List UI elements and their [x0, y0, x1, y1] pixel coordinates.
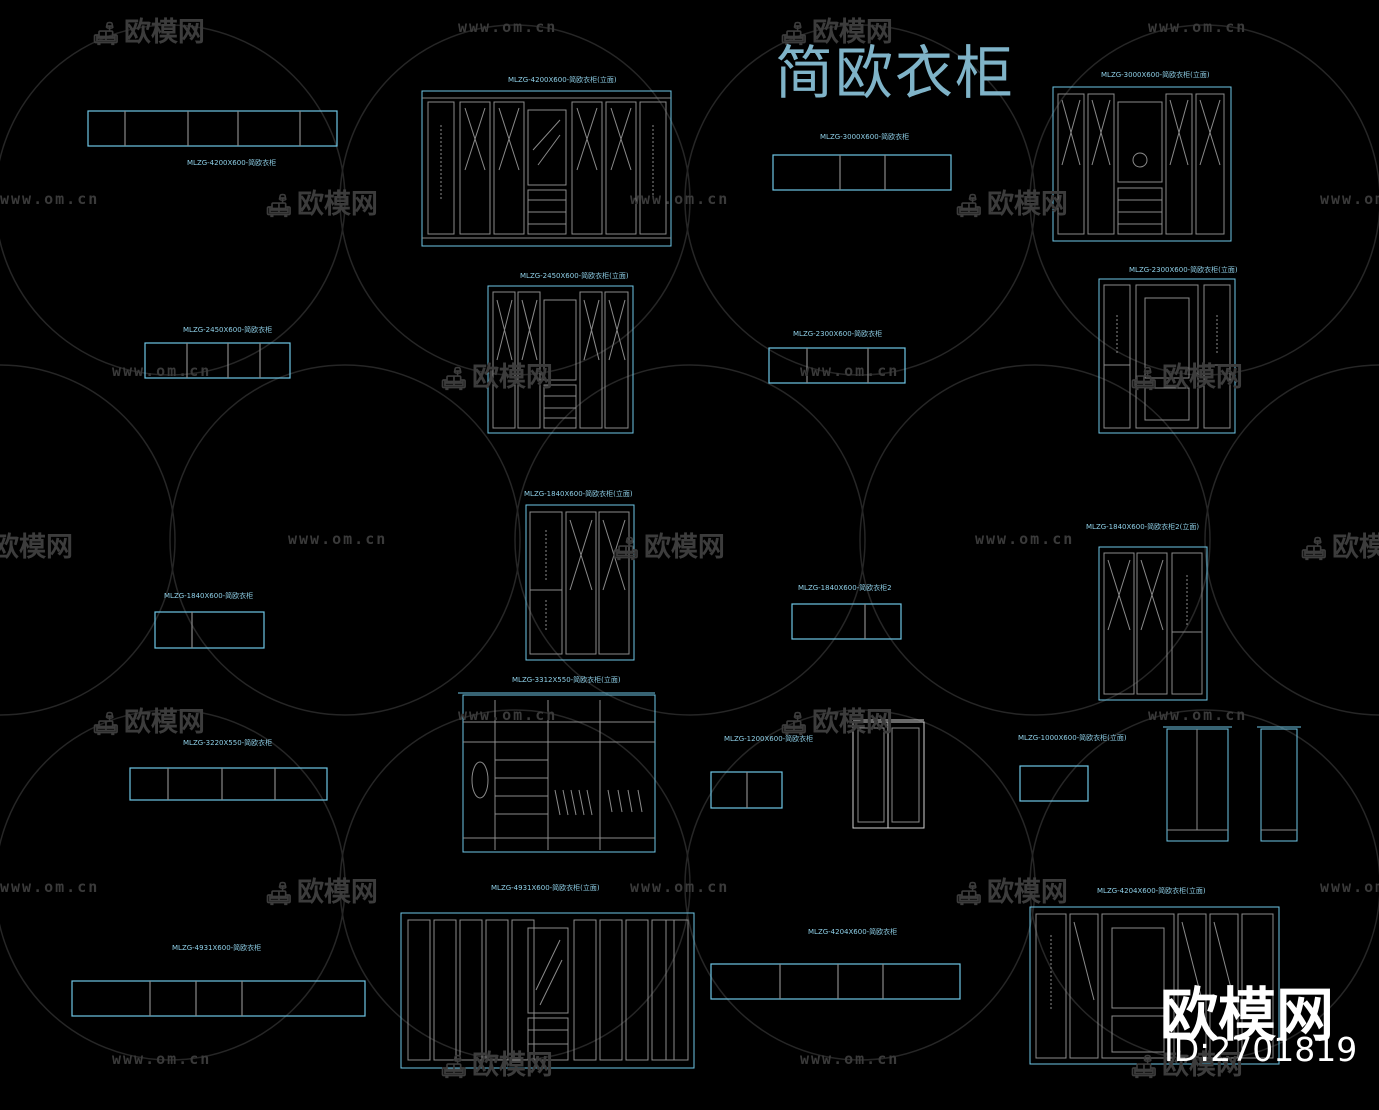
label-1000-plan: MLZG-1000X600-简欧衣柜(立面) — [1018, 734, 1127, 742]
drawing-title: 简欧衣柜 — [775, 39, 1016, 107]
watermark-logo: 🛋欧模网 — [265, 877, 378, 908]
sofa-icon: 🛋 — [265, 882, 293, 907]
elevation-3000 — [1052, 86, 1232, 242]
watermark-url: www.om.cn — [112, 362, 212, 380]
label-2300-plan: MLZG-2300X600-简欧衣柜 — [793, 330, 883, 338]
plan-view-4931 — [71, 980, 366, 1017]
elevation-3312 — [458, 692, 656, 853]
sofa-icon: 🛋 — [612, 537, 640, 562]
watermark-url: www.om.cn — [112, 1050, 212, 1068]
label-3220-plan: MLZG-3220X550-简欧衣柜 — [183, 739, 273, 747]
elevation-1000-front — [1163, 726, 1232, 842]
label-2450-elevation: MLZG-2450X600-简欧衣柜(立面) — [520, 272, 629, 280]
plan-view-1200 — [710, 771, 783, 809]
watermark-logo: 🛋欧模网 — [780, 707, 893, 738]
plan-view-3220 — [129, 767, 328, 801]
label-1840-2-plan: MLZG-1840X600-简欧衣柜2 — [798, 584, 892, 592]
sofa-icon: 🛋 — [440, 1055, 468, 1080]
sofa-icon: 🛋 — [92, 22, 120, 47]
label-1840-elevation: MLZG-1840X600-简欧衣柜(立面) — [524, 490, 633, 498]
label-4931-elevation: MLZG-4931X600-简欧衣柜(立面) — [491, 884, 600, 892]
sofa-icon: 🛋 — [265, 194, 293, 219]
label-3000-plan: MLZG-3000X600-简欧衣柜 — [820, 133, 910, 141]
watermark-url: www.om.cn — [975, 530, 1075, 548]
watermark-url: www.om.cn — [0, 878, 100, 896]
plan-view-4204 — [710, 963, 961, 1000]
label-3312-elevation: MLZG-3312X550-简欧衣柜(立面) — [512, 676, 621, 684]
watermark-url: www.om.cn — [1320, 878, 1379, 896]
sofa-icon: 🛋 — [780, 22, 808, 47]
watermark-logo: 🛋欧模网 — [440, 1050, 553, 1081]
watermark-logo: 🛋欧模网 — [1300, 532, 1379, 563]
watermark-url: www.om.cn — [800, 1050, 900, 1068]
label-4204-elevation: MLZG-4204X600-简欧衣柜(立面) — [1097, 887, 1206, 895]
label-1200-plan: MLZG-1200X600-简欧衣柜 — [724, 735, 814, 743]
plan-view-4200 — [87, 110, 338, 147]
sofa-icon: 🛋 — [1130, 1055, 1158, 1080]
watermark-url: www.om.cn — [458, 706, 558, 724]
label-2300-elevation: MLZG-2300X600-简欧衣柜(立面) — [1129, 266, 1238, 274]
sofa-icon: 🛋 — [1130, 367, 1158, 392]
watermark-logo: 🛋欧模网 — [92, 17, 205, 48]
sofa-icon: 🛋 — [955, 194, 983, 219]
elevation-2450 — [487, 285, 634, 434]
watermark-logo: 🛋欧模网 — [955, 189, 1068, 220]
watermark-logo: 🛋欧模网 — [612, 532, 725, 563]
elevation-1840 — [525, 504, 635, 661]
elevation-1840-2 — [1098, 546, 1208, 701]
watermark-url: www.om.cn — [1148, 18, 1248, 36]
label-3000-elevation: MLZG-3000X600-简欧衣柜(立面) — [1101, 71, 1210, 79]
sofa-icon: 🛋 — [440, 367, 468, 392]
plan-view-2300 — [768, 347, 906, 384]
watermark-logo: 🛋欧模网 — [440, 362, 553, 393]
sofa-icon: 🛋 — [92, 712, 120, 737]
elevation-4200 — [421, 90, 672, 247]
elevation-4931 — [400, 912, 695, 1069]
watermark-url: www.om.cn — [630, 878, 730, 896]
watermark-url: www.om.cn — [458, 18, 558, 36]
label-2450-plan: MLZG-2450X600-简欧衣柜 — [183, 326, 273, 334]
label-1840-2-elevation: MLZG-1840X600-简欧衣柜2(立面) — [1086, 523, 1200, 531]
plan-view-1000 — [1019, 765, 1089, 802]
watermark-logo: 欧模网 — [0, 532, 73, 563]
watermark-url: www.om.cn — [288, 530, 388, 548]
elevation-2300 — [1098, 278, 1236, 434]
watermark-url: www.om.cn — [0, 190, 100, 208]
label-4200-plan: MLZG-4200X600-简欧衣柜 — [187, 159, 277, 167]
watermark-logo: 🛋欧模网 — [955, 877, 1068, 908]
watermark-logo: 🛋欧模网 — [780, 17, 893, 48]
watermark-logo: 🛋欧模网 — [92, 707, 205, 738]
label-4204-plan: MLZG-4204X600-简欧衣柜 — [808, 928, 898, 936]
label-4931-plan: MLZG-4931X600-简欧衣柜 — [172, 944, 262, 952]
watermark-url: www.om.cn — [800, 362, 900, 380]
watermark-url: www.om.cn — [1320, 190, 1379, 208]
elevation-1200 — [852, 719, 925, 829]
plan-view-3000 — [772, 154, 952, 191]
watermark-logo: 🛋欧模网 — [1130, 362, 1243, 393]
watermark-circles — [0, 24, 1379, 1061]
sofa-icon: 🛋 — [780, 712, 808, 737]
label-4200-elevation: MLZG-4200X600-简欧衣柜(立面) — [508, 76, 617, 84]
label-1840-plan: MLZG-1840X600-简欧衣柜 — [164, 592, 254, 600]
plan-view-1840 — [154, 611, 265, 649]
brand-logo: 欧模网 — [1160, 981, 1335, 1049]
sofa-icon: 🛋 — [955, 882, 983, 907]
watermark-logo: 🛋欧模网 — [1130, 1050, 1243, 1081]
plan-view-2450 — [144, 342, 291, 379]
watermark-logo: 🛋欧模网 — [265, 189, 378, 220]
brand-id: ID:2701819 — [1164, 1030, 1358, 1069]
watermark-url: www.om.cn — [630, 190, 730, 208]
plan-view-1840-2 — [791, 603, 902, 640]
watermark-url: www.om.cn — [1148, 706, 1248, 724]
elevation-1000-side — [1257, 726, 1301, 842]
elevation-4204 — [1029, 906, 1280, 1065]
sofa-icon: 🛋 — [1300, 537, 1328, 562]
